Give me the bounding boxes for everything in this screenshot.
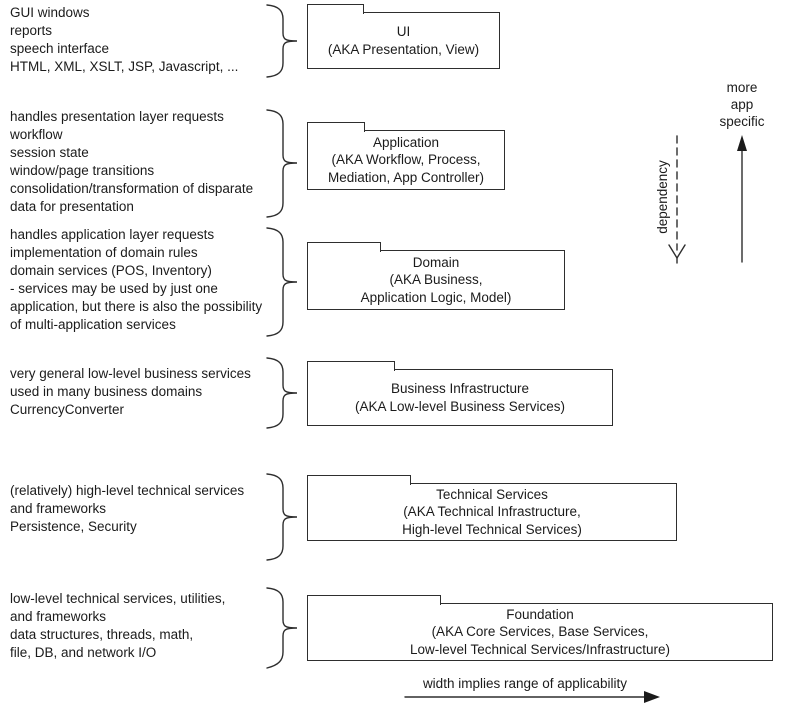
layer-description-domain: handles application layer requests imple… — [10, 227, 263, 332]
package-ui-label: UI (AKA Presentation, View) — [327, 24, 480, 57]
width-caption: width implies range of applicability — [422, 676, 628, 691]
layer-description-ui: GUI windows reports speech interface HTM… — [10, 5, 239, 74]
package-domain-label: Domain (AKA Business, Application Logic,… — [360, 254, 512, 305]
width-arrowhead-icon — [644, 691, 660, 703]
package-tab-icon — [306, 361, 395, 371]
layer-description-foundation: low-level technical services, utilities,… — [10, 591, 226, 660]
dependency-label: dependency — [655, 160, 670, 234]
package-business-infrastructure-label: Business Infrastructure (AKA Low-level B… — [354, 381, 566, 414]
layer-description-application: handles presentation layer requests work… — [10, 109, 254, 214]
package-technical-services-label: Technical Services (AKA Technical Infras… — [402, 486, 582, 537]
layer-description-technical-services: (relatively) high-level technical servic… — [10, 483, 245, 534]
dependency-arrowhead-icon — [668, 244, 686, 260]
brace-application — [266, 109, 298, 218]
brace-domain — [266, 227, 298, 337]
brace-foundation — [266, 587, 298, 669]
package-business-infrastructure: Business Infrastructure (AKA Low-level B… — [306, 361, 613, 426]
package-ui: UI (AKA Presentation, View) — [306, 4, 500, 69]
package-tab-icon — [306, 4, 364, 14]
package-tab-icon — [306, 475, 411, 485]
package-tab-icon — [306, 122, 365, 132]
brace-business-infrastructure — [266, 357, 298, 429]
package-domain: Domain (AKA Business, Application Logic,… — [306, 242, 565, 310]
package-technical-services: Technical Services (AKA Technical Infras… — [306, 475, 677, 541]
package-foundation: Foundation (AKA Core Services, Base Serv… — [306, 595, 773, 661]
package-foundation-label: Foundation (AKA Core Services, Base Serv… — [409, 606, 671, 657]
app-specific-arrowhead-icon — [737, 135, 747, 151]
more-app-specific-label: more app specific — [719, 80, 765, 129]
layer-description-business-infrastructure: very general low-level business services… — [10, 366, 251, 417]
brace-technical-services — [266, 473, 298, 561]
package-tab-icon — [306, 242, 381, 252]
package-application-label: Application (AKA Workflow, Process, Medi… — [327, 134, 485, 185]
brace-ui — [266, 4, 298, 78]
package-application: Application (AKA Workflow, Process, Medi… — [306, 122, 505, 190]
package-tab-icon — [306, 595, 441, 605]
